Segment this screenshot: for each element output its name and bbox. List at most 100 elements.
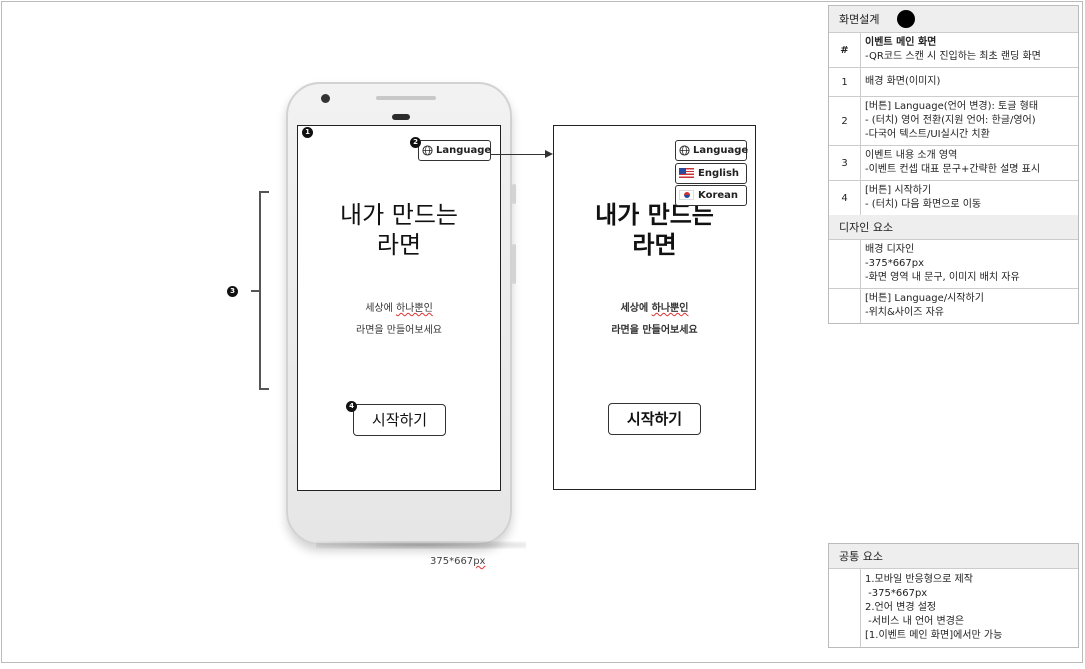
row-line: 배경 디자인 <box>865 244 915 255</box>
row-line: - (터치) 다음 화면으로 이동 <box>865 199 982 210</box>
marker-3: 3 <box>227 286 238 297</box>
row-content: 이벤트 내용 소개 영역 -이벤트 컨셉 대표 문구+간략한 설명 표시 <box>861 146 1078 180</box>
row-number: 4 <box>829 181 861 215</box>
marker-1: 1 <box>302 127 313 138</box>
event-title: 내가 만드는 라면 <box>298 200 500 260</box>
common-row: 1.모바일 반응형으로 제작 -375*667px 2.언어 변경 설정 -서비스… <box>829 569 1078 647</box>
language-button[interactable]: Language <box>418 140 491 161</box>
row-number: 1 <box>829 68 861 96</box>
title-line-2: 라면 <box>632 231 677 259</box>
event-subtitle: 세상에 하나뿐인 라면을 만들어보세요 <box>298 298 500 342</box>
start-button[interactable]: 시작하기 <box>353 404 446 436</box>
design-header-label: 디자인 요소 <box>839 221 894 234</box>
phone-shadow <box>316 541 526 549</box>
subtitle-line-2: 라면을 만들어보세요 <box>356 325 442 336</box>
screen-desc: -QR코드 스캔 시 진입하는 최초 랜딩 화면 <box>865 51 1041 62</box>
subtitle-part: 세상에 <box>365 303 396 314</box>
subtitle-line-1: 세상에 하나뿐인 <box>554 298 755 320</box>
spec-row-3: 3 이벤트 내용 소개 영역 -이벤트 컨셉 대표 문구+간략한 설명 표시 <box>829 146 1078 181</box>
row-number: 3 <box>829 146 861 180</box>
status-dot-icon <box>897 10 916 28</box>
spec-row-2: 2 [버튼] Language(언어 변경): 토글 형태 - (터치) 영어 전환… <box>829 97 1078 146</box>
common-line: 1.모바일 반응형으로 제작 <box>865 574 973 585</box>
row-line: -화면 영역 내 문구, 이미지 배치 자유 <box>865 272 1020 283</box>
row-content: [버튼] 시작하기 - (터치) 다음 화면으로 이동 <box>861 181 1078 215</box>
subtitle-part: 세상에 <box>620 303 652 314</box>
option-korean[interactable]: Korean <box>675 185 747 206</box>
spec-rows: 1 배경 화면(이미지) 2 [버튼] Language(언어 변경): 토글 형태 -… <box>829 68 1078 215</box>
common-line: -375*667px <box>865 588 928 599</box>
row-line: 이벤트 내용 소개 영역 <box>865 150 958 161</box>
row-content: [버튼] Language/시작하기-위치&사이즈 자유 <box>861 289 1078 323</box>
design-row: 배경 디자인-375*667px-화면 영역 내 문구, 이미지 배치 자유 <box>829 240 1078 289</box>
screen-main: Language 내가 만드는 라면 세상에 하나뿐인 라면을 만들어보세요 시… <box>297 125 501 491</box>
power-button <box>512 184 516 204</box>
row-line: -이벤트 컨셉 대표 문구+간략한 설명 표시 <box>865 164 1041 175</box>
spec-row-4: 4 [버튼] 시작하기 - (터치) 다음 화면으로 이동 <box>829 181 1078 215</box>
row-number <box>829 240 861 288</box>
row-content: 이벤트 메인 화면 -QR코드 스캔 시 진입하는 최초 랜딩 화면 <box>861 33 1078 67</box>
start-button[interactable]: 시작하기 <box>608 403 701 435</box>
phone-top-bar <box>376 96 436 100</box>
row-line: 배경 화면(이미지) <box>865 76 941 87</box>
us-flag-icon <box>679 168 694 178</box>
kr-flag-icon <box>679 190 694 200</box>
option-english[interactable]: English <box>675 163 747 184</box>
row-line: [버튼] Language(언어 변경): 토글 형태 <box>865 101 1039 112</box>
screen-language-open: 내가 만드는 라면 Language English Korean 세상에 하나… <box>553 125 756 490</box>
spec-table: 화면설계 # 이벤트 메인 화면 -QR코드 스캔 시 진입하는 최초 랜딩 화… <box>828 5 1079 324</box>
common-content: 1.모바일 반응형으로 제작 -375*667px 2.언어 변경 설정 -서비스… <box>861 569 1078 647</box>
design-rows: 배경 디자인-375*667px-화면 영역 내 문구, 이미지 배치 자유[버… <box>829 240 1078 323</box>
language-label: Language <box>436 145 492 156</box>
common-line: 2.언어 변경 설정 <box>865 602 937 613</box>
volume-button <box>512 244 516 284</box>
design-row: [버튼] Language/시작하기-위치&사이즈 자유 <box>829 289 1078 323</box>
common-header: 공통 요소 <box>829 544 1078 569</box>
row-number: # <box>829 33 861 67</box>
row-number: 2 <box>829 97 861 145</box>
marker-4: 4 <box>346 401 357 412</box>
dimension-unit: px <box>473 556 486 567</box>
dimension-value: 375*667 <box>430 556 474 567</box>
design-header: 디자인 요소 <box>829 215 1078 240</box>
row-line: -위치&사이즈 자유 <box>865 307 944 318</box>
camera-icon <box>321 94 330 103</box>
row-number <box>829 569 861 647</box>
spec-header: 화면설계 <box>829 6 1078 33</box>
row-line: - (터치) 영어 전환(지원 언어: 한글/영어) <box>865 115 1036 126</box>
row-number <box>829 289 861 323</box>
common-line: -서비스 내 언어 변경은 <box>865 616 965 627</box>
globe-icon <box>422 144 433 156</box>
title-line-1: 내가 만드는 <box>339 201 459 229</box>
language-label: Language <box>693 145 749 156</box>
option-label: Korean <box>698 190 739 201</box>
language-button[interactable]: Language <box>675 140 749 161</box>
subtitle-highlight: 하나뿐인 <box>651 303 689 314</box>
bracket-tick <box>251 290 259 292</box>
subtitle-line-1: 세상에 하나뿐인 <box>298 298 500 320</box>
row-line: [버튼] 시작하기 <box>865 185 932 196</box>
common-line: [1.이벤트 메인 화면]에서만 가능 <box>865 630 1003 641</box>
globe-icon <box>679 144 690 156</box>
arrow-head-icon <box>545 150 553 158</box>
row-content: [버튼] Language(언어 변경): 토글 형태 - (터치) 영어 전환(… <box>861 97 1078 145</box>
row-line: -다국어 텍스트/UI실시간 치환 <box>865 129 990 140</box>
spec-row-1: 1 배경 화면(이미지) <box>829 68 1078 97</box>
screen-title: 이벤트 메인 화면 <box>865 37 937 48</box>
row-content: 배경 디자인-375*667px-화면 영역 내 문구, 이미지 배치 자유 <box>861 240 1078 288</box>
title-line-2: 라면 <box>376 231 422 259</box>
dimension-label: 375*667px <box>430 556 485 567</box>
event-title: 내가 만드는 라면 <box>554 200 755 260</box>
common-table: 공통 요소 1.모바일 반응형으로 제작 -375*667px 2.언어 변경 설… <box>828 543 1079 648</box>
event-subtitle: 세상에 하나뿐인 라면을 만들어보세요 <box>554 298 755 342</box>
marker-2: 2 <box>410 137 421 148</box>
transition-arrow <box>490 154 546 155</box>
common-header-label: 공통 요소 <box>839 550 883 563</box>
option-label: English <box>698 168 740 179</box>
spec-header-label: 화면설계 <box>839 13 880 26</box>
row-content: 배경 화면(이미지) <box>861 68 1078 96</box>
speaker-icon <box>392 114 410 120</box>
subtitle-line-2: 라면을 만들어보세요 <box>611 325 698 336</box>
spec-row-title: # 이벤트 메인 화면 -QR코드 스캔 시 진입하는 최초 랜딩 화면 <box>829 33 1078 68</box>
